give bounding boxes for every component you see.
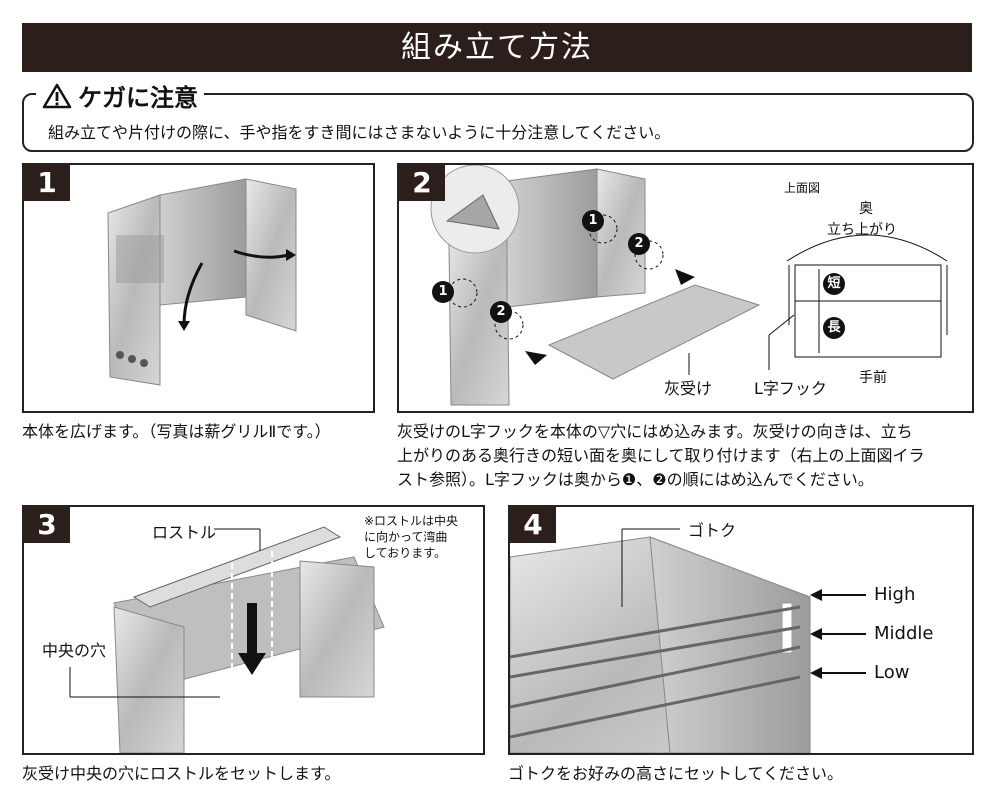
long-badge: 長 — [823, 317, 845, 339]
warning-heading-text: ケガに注意 — [78, 84, 198, 112]
step-4-photo — [510, 528, 866, 753]
center-hole-label: 中央の穴 — [42, 641, 107, 660]
step-2-caption: 灰受けのL字フックを本体の▽穴にはめ込みます。灰受けの向きは、立ち 上がりのある… — [397, 420, 925, 492]
step-2-caption-line-2: 上がりのある奥行きの短い面を奥にして取り付けます（右上の上面図イラ — [397, 446, 925, 465]
warning-box — [22, 93, 974, 152]
marker-2: 2 — [490, 301, 512, 323]
step-2-panel: 2 1 2 1 2 灰受け L字フック 上面図 奥 立ち上がり 短 長 手前 — [397, 163, 974, 413]
rostle-note: ※ロストルは中央 に向かって湾曲 しております。 — [364, 513, 458, 561]
warning-heading: ケガに注意 — [36, 78, 204, 113]
step-3-photo — [69, 526, 385, 753]
ash-tray-label: 灰受け — [664, 379, 713, 398]
step-3-panel: 3 ロストル 中央の穴 ※ロストルは中央 に向かって湾曲 しております。 — [22, 505, 485, 755]
step-4-caption: ゴトクをお好みの高さにセットしてください。 — [508, 764, 844, 783]
step-2-photo — [430, 165, 948, 406]
rise-label: 立ち上がり — [827, 222, 897, 238]
height-middle-label: Middle — [874, 623, 934, 644]
warning-text: 組み立てや片付けの際に、手や指をすき間にはさまないように十分注意してください。 — [48, 123, 671, 142]
step-4-panel: 4 ゴトク High Middle Low — [508, 505, 974, 755]
step-2-caption-line-1: 灰受けのL字フックを本体の▽穴にはめ込みます。灰受けの向きは、立ち — [397, 422, 913, 441]
marker-1b: 1 — [582, 210, 604, 232]
step-1-number: 1 — [24, 165, 70, 201]
step-2-number: 2 — [399, 165, 445, 201]
short-badge: 短 — [823, 273, 845, 295]
warning-triangle-icon — [42, 83, 72, 108]
marker-1: 1 — [432, 281, 454, 303]
page-title: 組み立て方法 — [22, 23, 972, 72]
rostle-note-line-1: ※ロストルは中央 — [364, 514, 459, 528]
step-1-panel: 1 — [22, 163, 375, 413]
rostle-note-line-2: に向かって湾曲 — [364, 530, 448, 544]
step-1-photo — [107, 178, 297, 386]
rostle-note-line-3: しております。 — [364, 546, 447, 560]
step-4-number: 4 — [510, 507, 556, 543]
top-view-title: 上面図 — [784, 181, 821, 195]
step-1-caption: 本体を広げます。（写真は薪グリルⅡです。） — [22, 422, 331, 441]
height-low-label: Low — [874, 662, 910, 683]
marker-2b: 2 — [628, 233, 650, 255]
l-hook-label: L字フック — [754, 379, 827, 398]
gotoku-label: ゴトク — [688, 521, 737, 540]
step-2-caption-line-3: スト参照）。L字フックは奥から❶、❷の順にはめ込んでください。 — [397, 470, 874, 489]
step-3-caption: 灰受け中央の穴にロストルをセットします。 — [22, 764, 341, 783]
step-3-number: 3 — [24, 507, 70, 543]
rostle-label: ロストル — [152, 523, 217, 542]
back-label: 奥 — [859, 201, 873, 217]
front-label: 手前 — [859, 370, 887, 386]
height-high-label: High — [874, 584, 916, 605]
